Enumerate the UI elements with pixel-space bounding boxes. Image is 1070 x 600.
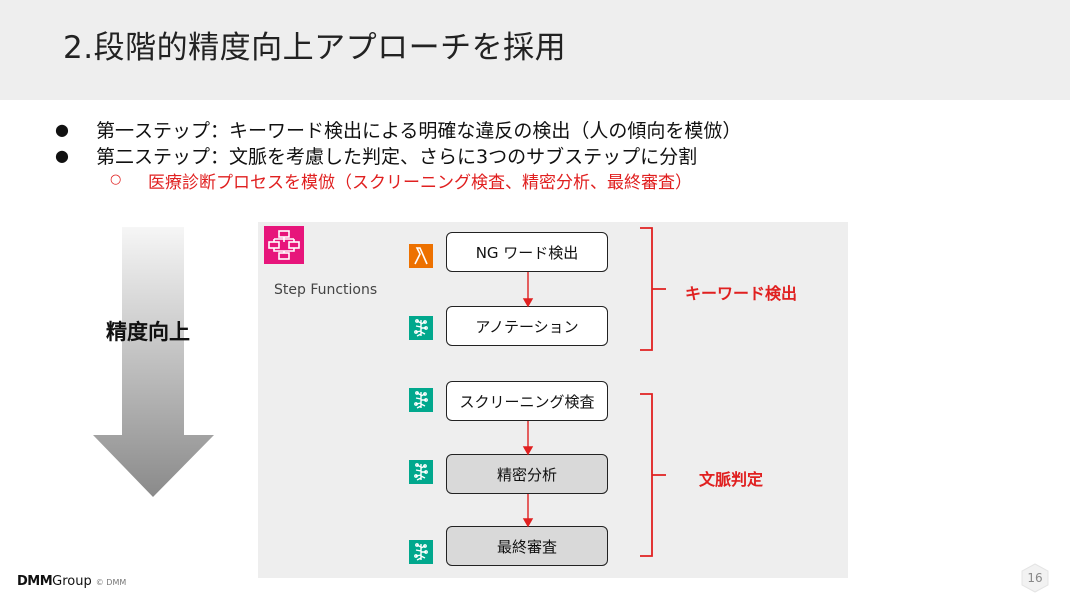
- copyright: © DMM: [95, 578, 127, 587]
- lambda-icon: [409, 244, 433, 268]
- page-number: 16: [1020, 563, 1050, 593]
- bracket-context: [640, 393, 666, 557]
- connector-arrowhead: [522, 446, 534, 456]
- step-ng-word-detection: NG ワード検出: [446, 232, 608, 272]
- step-final-review: 最終審査: [446, 526, 608, 566]
- bracket-keyword: [640, 227, 666, 351]
- sub-bullet-medical: 医療診断プロセスを模倣（スクリーニング検査、精密分析、最終審査）: [148, 173, 692, 193]
- bedrock-icon: [409, 316, 433, 340]
- dmm-group-logo: DMMGroup© DMM: [17, 574, 127, 589]
- step-detailed-analysis: 精密分析: [446, 454, 608, 494]
- bedrock-icon: [409, 540, 433, 564]
- slide-title: 2.段階的精度向上アプローチを採用: [63, 30, 567, 66]
- step-connectors: [522, 272, 534, 528]
- sub-bullet-circle: ○: [110, 172, 122, 187]
- connector-arrowhead: [522, 518, 534, 528]
- bedrock-icon: [409, 388, 433, 412]
- bullet-step-two: 第二ステップ：文脈を考慮した判定、さらに3つのサブステップに分割: [96, 146, 698, 168]
- step-annotation: アノテーション: [446, 306, 608, 346]
- arrow-label: 精度向上: [106, 320, 190, 344]
- title-bar: [0, 0, 1070, 100]
- bullet-step-one: 第一ステップ：キーワード検出による明確な違反の検出（人の傾向を模倣）: [96, 120, 742, 142]
- bedrock-icon: [409, 460, 433, 484]
- step-functions-icon: [264, 226, 304, 264]
- connector-arrowhead: [522, 298, 534, 308]
- precision-down-arrow: [93, 227, 214, 497]
- group-brackets: [640, 227, 666, 557]
- group-label-keyword-detection: キーワード検出: [685, 284, 798, 303]
- step-functions-label: Step Functions: [274, 282, 378, 298]
- bullet-dot: ●: [55, 120, 69, 139]
- group-label-context-judgement: 文脈判定: [699, 470, 764, 489]
- bullet-dot: ●: [55, 146, 69, 165]
- step-screening: スクリーニング検査: [446, 381, 608, 421]
